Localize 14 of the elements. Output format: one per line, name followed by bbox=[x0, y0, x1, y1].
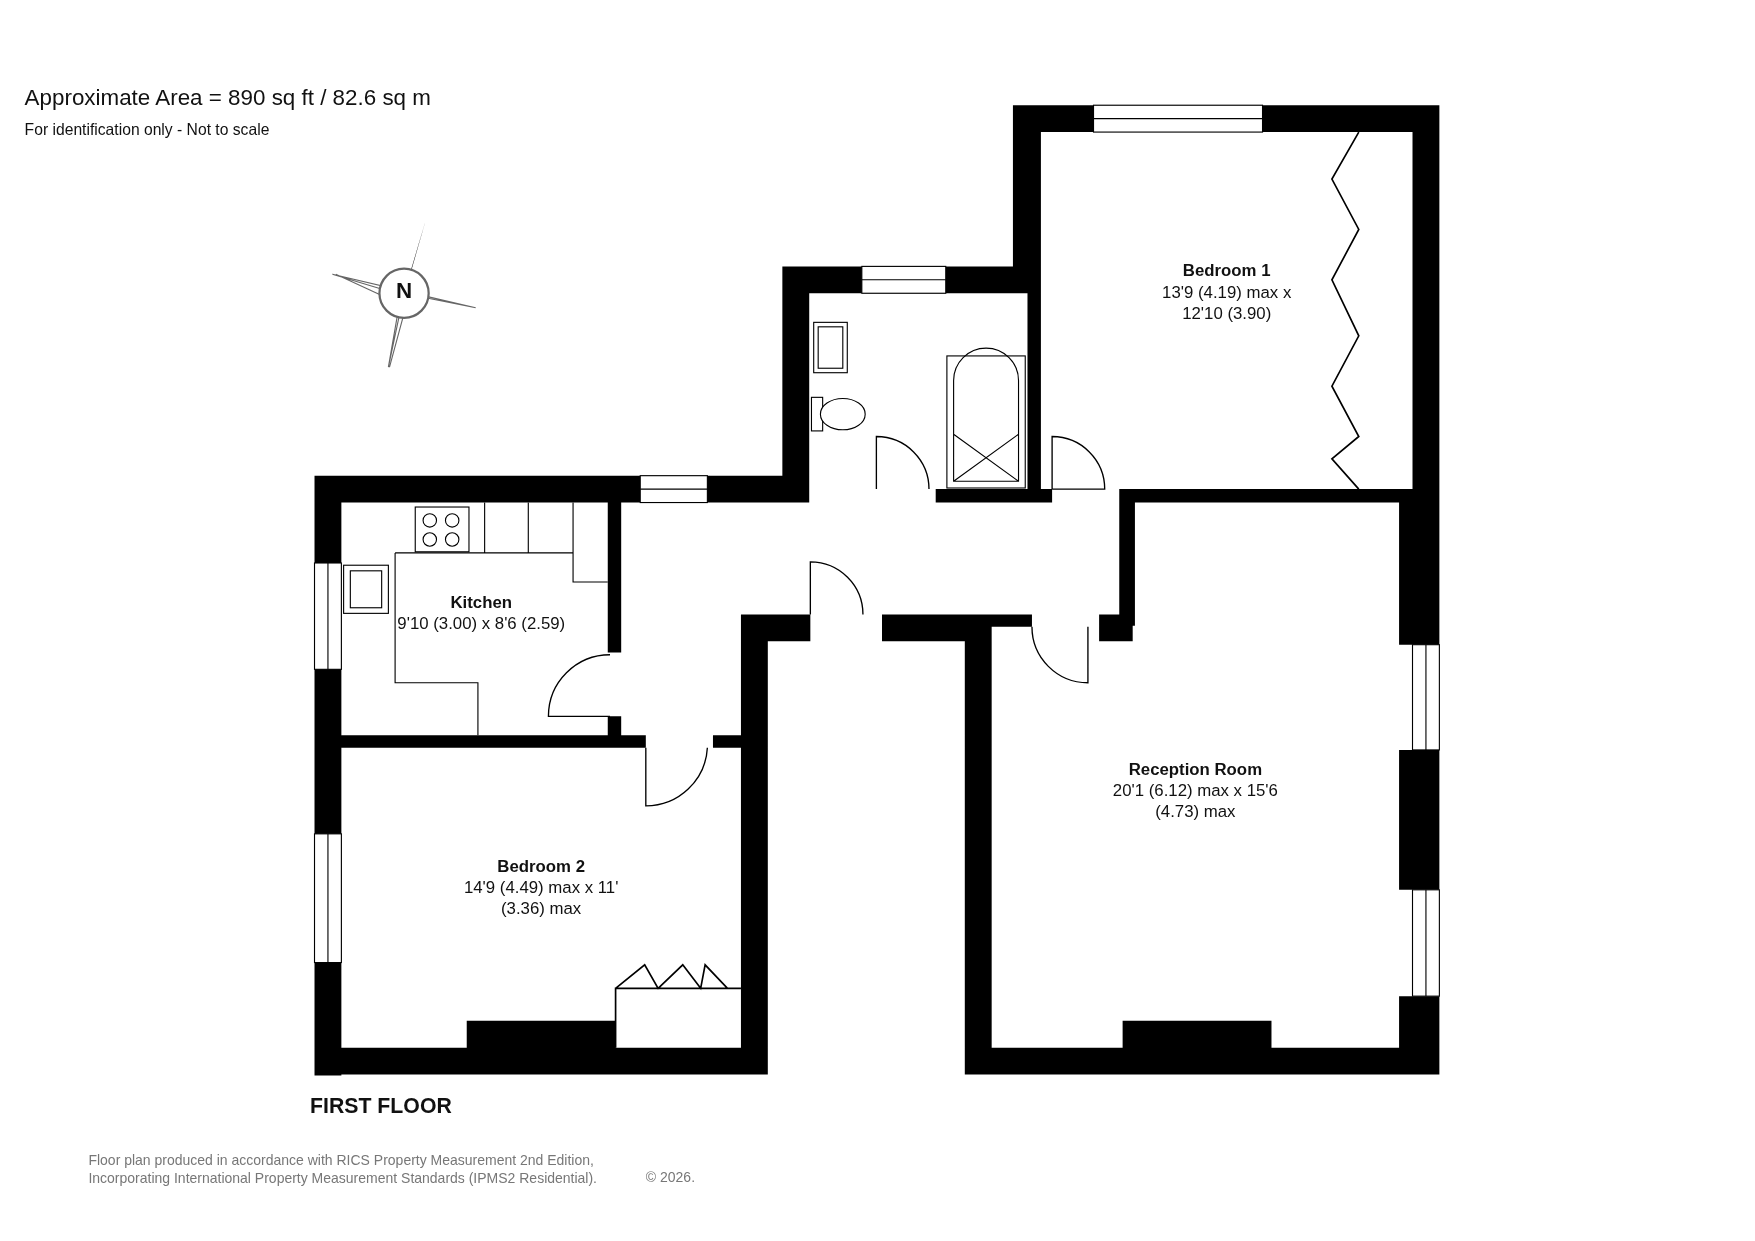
room-dimensions: 13'9 (4.19) max x 12'10 (3.90) bbox=[1161, 281, 1293, 324]
copyright-note: © 2026. bbox=[645, 1169, 696, 1186]
room-dimensions: 14'9 (4.49) max x 11' (3.36) max bbox=[462, 876, 620, 919]
area-heading: Approximate Area = 890 sq ft / 82.6 sq m bbox=[24, 85, 431, 111]
room-dimensions: 9'10 (3.00) x 8'6 (2.59) bbox=[397, 612, 566, 634]
room-name: Kitchen bbox=[449, 591, 514, 613]
north-marker: N bbox=[395, 277, 413, 304]
room-dimensions: 20'1 (6.12) max x 15'6 (4.73) max bbox=[1111, 779, 1279, 822]
room-name: Reception Room bbox=[1127, 757, 1264, 779]
footer-note: Floor plan produced in accordance with RICS Property Measurement 2nd Edition, Incorporating International Property Measurement Standards (IPMS2 Residential). bbox=[88, 1151, 598, 1188]
room-name: Bedroom 1 bbox=[1181, 259, 1272, 281]
disclaimer-note: For identification only - Not to scale bbox=[24, 120, 270, 139]
room-name: Bedroom 2 bbox=[496, 855, 586, 877]
floor-label: FIRST FLOOR bbox=[310, 1093, 452, 1119]
